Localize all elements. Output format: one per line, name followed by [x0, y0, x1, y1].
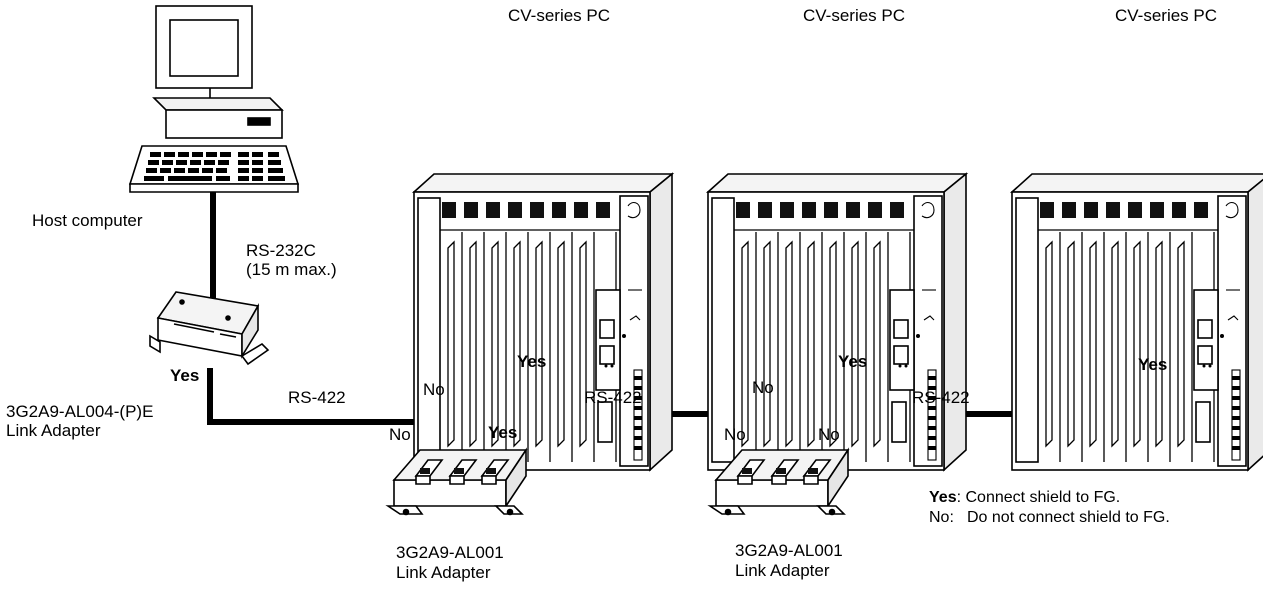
al001-name-label: Link Adapter — [396, 563, 491, 583]
cv-series-pc-icon — [414, 174, 672, 470]
shield-yes-label: Yes — [170, 366, 199, 386]
shield-yes-label: Yes — [1138, 355, 1167, 375]
legend-yes-key: Yes — [929, 489, 957, 506]
rs422-label: RS-422 — [288, 388, 346, 408]
cv-series-pc-icon — [1012, 174, 1263, 470]
rs232c-length-label: (15 m max.) — [246, 260, 337, 280]
al004-model-label: 3G2A9-AL004-(P)E — [6, 402, 153, 422]
shield-yes-label: Yes — [488, 423, 517, 443]
al001-name-label: Link Adapter — [735, 561, 830, 581]
shield-no-label: No — [818, 425, 840, 445]
shield-no-label: No — [724, 425, 746, 445]
rs232c-label: RS-232C — [246, 241, 316, 261]
rs422-cable-1 — [210, 368, 432, 460]
legend-no-key: No: — [929, 508, 967, 528]
shield-no-label: No — [752, 378, 774, 398]
al004-link-adapter-icon — [150, 292, 268, 364]
al001-link-adapter-icon — [388, 450, 526, 515]
legend-yes-row: Yes: Connect shield to FG. — [929, 488, 1120, 508]
shield-no-label: No — [389, 425, 411, 445]
pc-label: CV-series PC — [803, 6, 905, 26]
rs422-label: RS-422 — [912, 388, 970, 408]
shield-yes-label: Yes — [517, 352, 546, 372]
pc-label: CV-series PC — [1115, 6, 1217, 26]
host-computer-label: Host computer — [32, 211, 143, 231]
shield-no-label: No — [423, 380, 445, 400]
host-computer-icon — [130, 6, 298, 192]
rs422-label: RS-422 — [584, 388, 642, 408]
pc-label: CV-series PC — [508, 6, 610, 26]
legend-yes-text: : Connect shield to FG. — [957, 489, 1121, 506]
legend-no-row: No:Do not connect shield to FG. — [929, 508, 1170, 528]
legend-no-text: Do not connect shield to FG. — [967, 509, 1170, 526]
al001-model-label: 3G2A9-AL001 — [735, 541, 843, 561]
al004-name-label: Link Adapter — [6, 421, 101, 441]
shield-yes-label: Yes — [838, 352, 867, 372]
al001-model-label: 3G2A9-AL001 — [396, 543, 504, 563]
